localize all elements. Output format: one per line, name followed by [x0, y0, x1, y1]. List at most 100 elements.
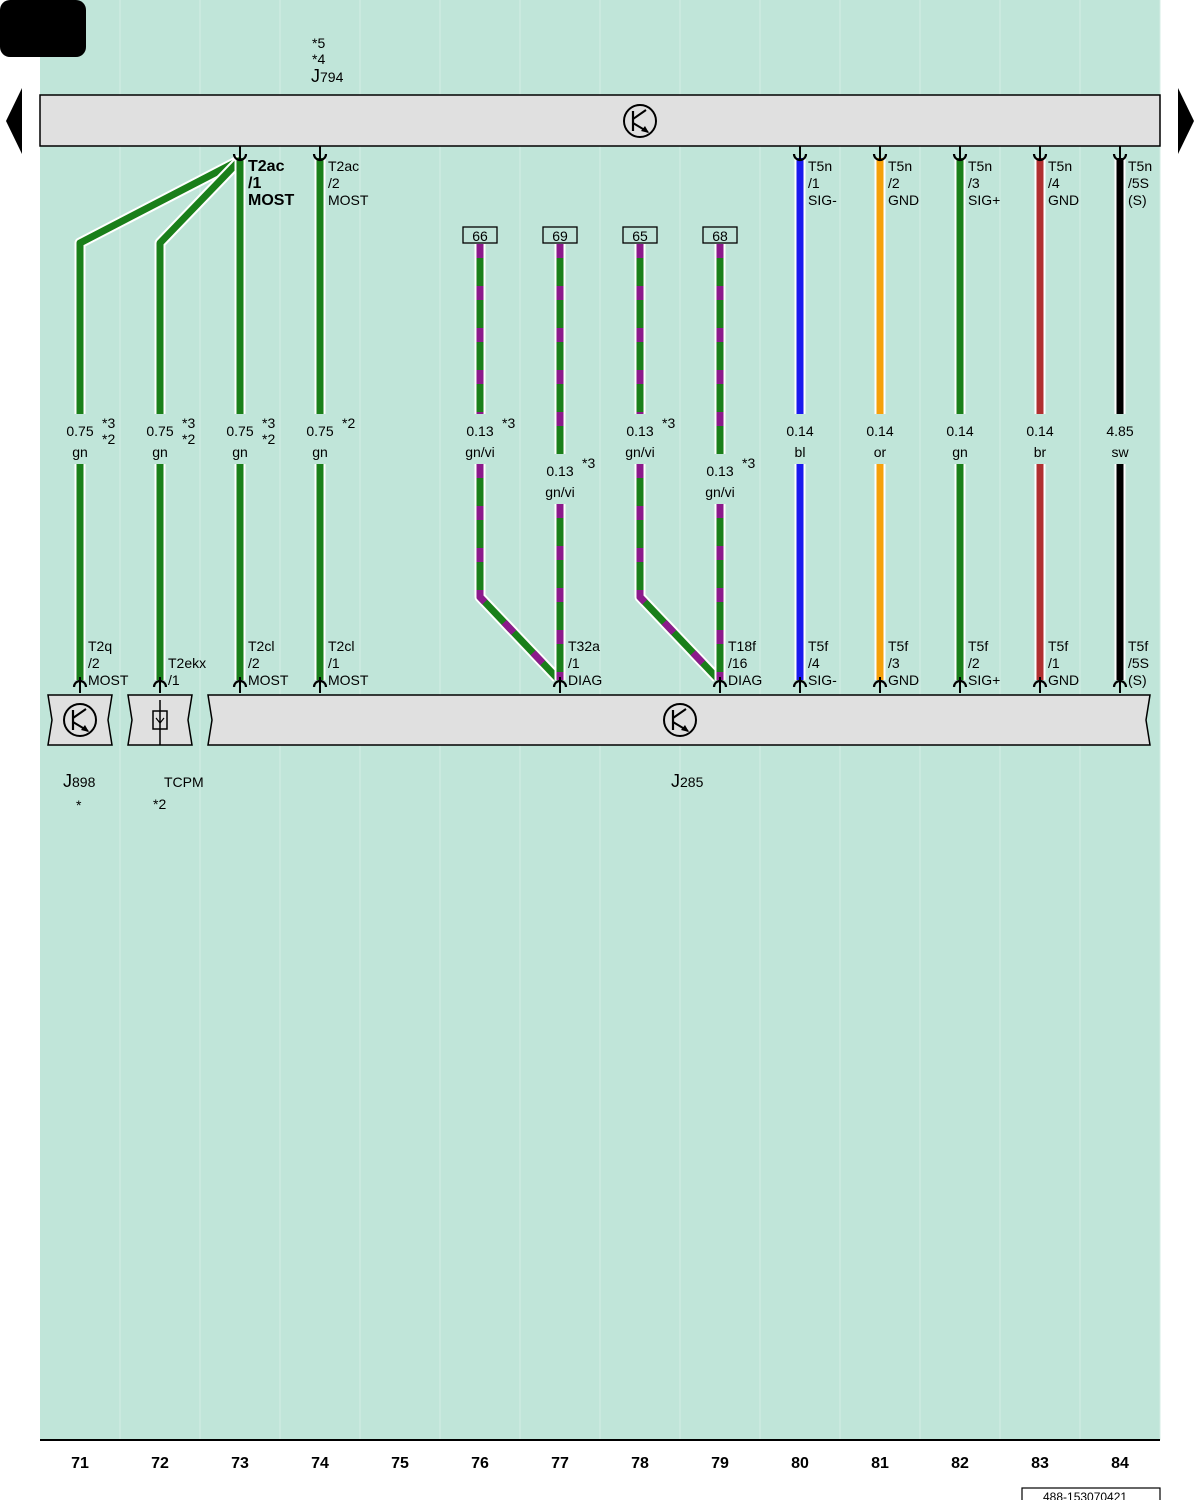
- bottom-pin-label: DIAG: [568, 672, 602, 688]
- bottom-pin-label: /1: [568, 655, 580, 671]
- wire-size: 0.14: [946, 423, 973, 439]
- bottom-pin-label: T2cl: [328, 638, 354, 654]
- wire-size: 0.75: [146, 423, 173, 439]
- top-component-box: [39, 94, 1161, 147]
- wires: [72, 146, 1128, 693]
- top-component-label: *5 *4 J794: [311, 35, 344, 86]
- top-component-j794[interactable]: [39, 94, 1161, 147]
- top-component-name: J794: [311, 66, 344, 86]
- wire-size: 0.14: [786, 423, 813, 439]
- bottom-pin-label: /2: [248, 655, 260, 671]
- bottom-pin-label: T2ekx: [168, 655, 206, 671]
- bottom-component-tcpm[interactable]: [127, 694, 193, 746]
- top-pin-label: T5n: [888, 158, 912, 174]
- wire-color-code: or: [874, 444, 887, 460]
- connector-pin-icon: [232, 146, 248, 162]
- top-pin-label: MOST: [328, 192, 369, 208]
- bottom-pin-label: GND: [1048, 672, 1079, 688]
- wire-size: 0.13: [706, 463, 733, 479]
- wire-size: 0.14: [1026, 423, 1053, 439]
- wire-reference: 68: [712, 228, 728, 244]
- wire-note: *2: [102, 431, 115, 447]
- wire-color-code: bl: [795, 444, 806, 460]
- j898-name: J898: [63, 771, 96, 791]
- bottom-pin-label: /2: [88, 655, 100, 671]
- column-number: 75: [391, 1455, 409, 1472]
- column-number: 80: [791, 1455, 809, 1472]
- bottom-pin-label: T5f: [1128, 638, 1148, 654]
- bottom-pin-label: MOST: [248, 672, 289, 688]
- wire-size: 0.75: [306, 423, 333, 439]
- top-pin-label: /2: [328, 175, 340, 191]
- connector-pin-icon: [872, 677, 888, 693]
- bottom-pin-label: DIAG: [728, 672, 762, 688]
- bottom-pin-label: T5f: [1048, 638, 1068, 654]
- transistor-icon: [623, 104, 657, 138]
- connector-pin-icon: [952, 146, 968, 162]
- j898-note: *: [76, 797, 82, 813]
- top-pin-label: /1: [808, 175, 820, 191]
- wire-reference-box: [622, 226, 658, 244]
- previous-page-arrow-icon[interactable]: [6, 88, 22, 154]
- wire-color-code: gn/vi: [545, 484, 575, 500]
- wire-color-code: sw: [1111, 444, 1129, 460]
- tcpm-note: *2: [153, 796, 166, 812]
- bottom-pin-label: T5f: [888, 638, 908, 654]
- wire-note: *2: [182, 431, 195, 447]
- top-pin-label: GND: [888, 192, 919, 208]
- top-pin-label: SIG-: [808, 192, 837, 208]
- wire-note: *3: [182, 415, 195, 431]
- top-pin-label: /1: [248, 175, 261, 192]
- wire-size: 0.13: [466, 423, 493, 439]
- top-pin-label: /5S: [1128, 175, 1149, 191]
- bottom-pin-label: GND: [888, 672, 919, 688]
- next-page-arrow-icon[interactable]: [1178, 88, 1194, 154]
- wire-color-code: gn: [152, 444, 168, 460]
- column-number: 81: [871, 1455, 889, 1472]
- column-number: 77: [551, 1455, 569, 1472]
- bottom-pin-label: (S): [1128, 672, 1147, 688]
- bottom-pin-label: SIG-: [808, 672, 837, 688]
- top-note-1: *5: [312, 35, 325, 51]
- sensor-icon: [152, 700, 168, 745]
- connector-pin-icon: [72, 677, 88, 693]
- top-pin-label: SIG+: [968, 192, 1000, 208]
- bottom-component-j285[interactable]: [207, 694, 1151, 746]
- bottom-pin-label: /16: [728, 655, 748, 671]
- wire-color-code: gn/vi: [705, 484, 735, 500]
- j285-name: J285: [671, 771, 704, 791]
- wire-note: *2: [262, 431, 275, 447]
- column-number: 78: [631, 1455, 649, 1472]
- wire-note: *3: [502, 415, 515, 431]
- bottom-pin-label: /2: [968, 655, 980, 671]
- page-tab[interactable]: [0, 0, 86, 57]
- top-pin-label: T5n: [808, 158, 832, 174]
- wire-size: 0.13: [546, 463, 573, 479]
- wire-note: *3: [582, 455, 595, 471]
- wire-reference-box: [702, 226, 738, 244]
- wire-size: 0.75: [66, 423, 93, 439]
- component-icons: [63, 104, 697, 737]
- column-number: 82: [951, 1455, 969, 1472]
- column-number: 76: [471, 1455, 489, 1472]
- top-pin-label: /3: [968, 175, 980, 191]
- bottom-component-j898[interactable]: [47, 694, 113, 746]
- column-number: 71: [71, 1455, 89, 1472]
- bottom-pin-label: T32a: [568, 638, 600, 654]
- wire-reference: 65: [632, 228, 648, 244]
- bottom-pin-label: /4: [808, 655, 820, 671]
- document-id: 488-153070421: [1043, 1490, 1127, 1500]
- column-number: 74: [311, 1455, 329, 1472]
- connector-pin-icon: [312, 146, 328, 162]
- wire-color-code: gn: [232, 444, 248, 460]
- bottom-pin-label: SIG+: [968, 672, 1000, 688]
- connector-pin-icon: [792, 677, 808, 693]
- bottom-pin-label: /3: [888, 655, 900, 671]
- wire-reference-box: [462, 226, 498, 244]
- bottom-pin-label: T2cl: [248, 638, 274, 654]
- top-note-2: *4: [312, 51, 325, 67]
- bottom-pin-label: T5f: [808, 638, 828, 654]
- top-pin-label: T2ac: [248, 158, 285, 175]
